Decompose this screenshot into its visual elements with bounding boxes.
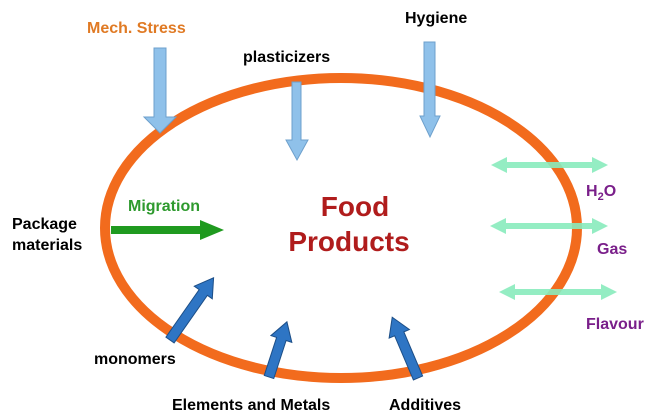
elements-metals-label: Elements and Metals <box>172 397 330 414</box>
gas-label: Gas <box>597 241 627 258</box>
plasticizers-arrow <box>285 81 309 162</box>
migration-label: Migration <box>128 198 200 215</box>
migration-arrow <box>111 220 224 240</box>
mech-stress-arrow <box>142 47 178 134</box>
elements-metals-arrow <box>263 320 293 380</box>
mech-stress-label: Mech. Stress <box>87 20 186 37</box>
hygiene-label: Hygiene <box>405 10 467 27</box>
gas-exchange-arrow <box>490 218 608 234</box>
center-title-line1: Food <box>321 191 389 222</box>
flavour-label: Flavour <box>586 316 644 333</box>
additives-arrow <box>388 316 424 381</box>
center-title-line2: Products <box>288 226 409 257</box>
h2o-label-sub: 2 <box>598 191 604 203</box>
h2o-label-h: H <box>586 183 598 200</box>
package-materials-label-line1: Package <box>12 216 77 233</box>
h2o-label: H2O <box>586 183 616 203</box>
flavour-exchange-arrow <box>499 284 617 300</box>
h2o-label-o: O <box>604 183 616 200</box>
plasticizers-label: plasticizers <box>243 49 330 66</box>
monomers-label: monomers <box>94 351 176 368</box>
additives-label: Additives <box>389 397 461 414</box>
hygiene-arrow <box>419 41 441 139</box>
monomers-arrow <box>165 276 215 344</box>
package-materials-label-line2: materials <box>12 237 82 254</box>
h2o-exchange-arrow <box>491 157 608 173</box>
